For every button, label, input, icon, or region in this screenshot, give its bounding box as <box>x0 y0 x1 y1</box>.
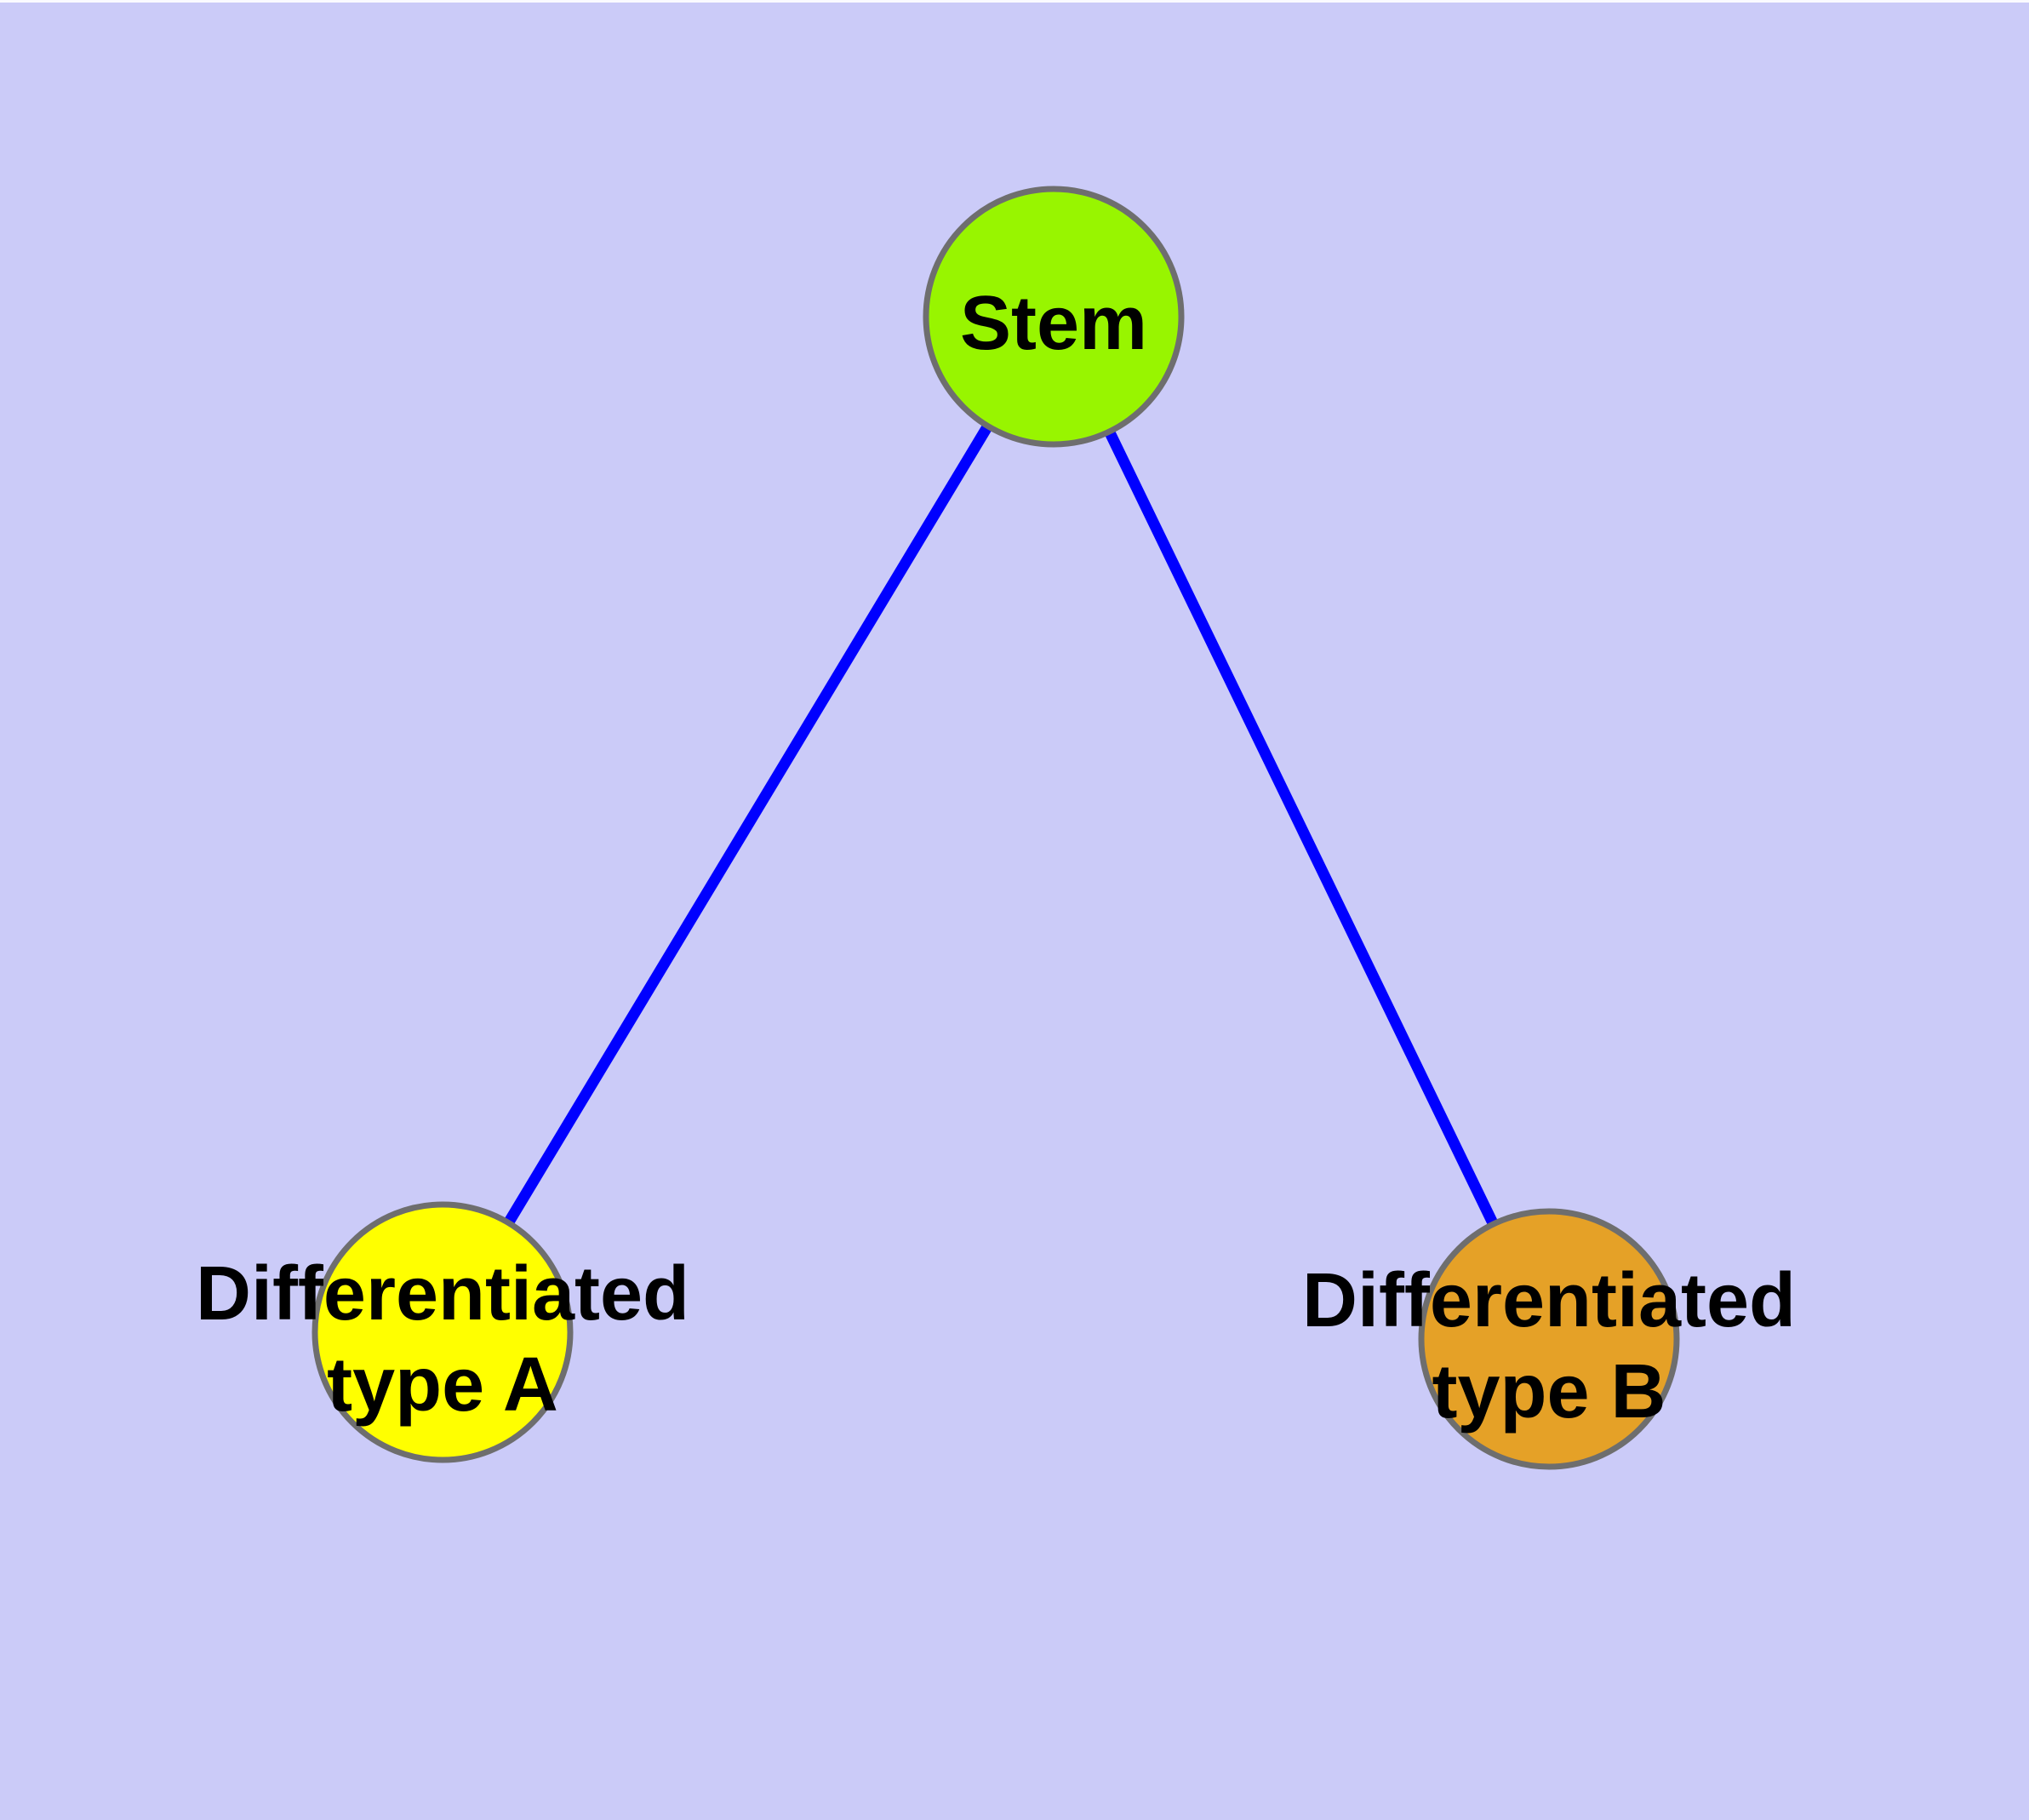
edge-stem-to-type-b <box>1049 314 1554 1342</box>
edge-stem-to-type-a <box>437 313 1059 1336</box>
node-type-b-label-line-2: type B <box>1432 1349 1666 1434</box>
node-stem[interactable] <box>923 186 1185 448</box>
node-differentiated-type-b[interactable] <box>1418 1208 1680 1470</box>
top-strip <box>0 0 2029 3</box>
node-type-b-label-line-1: Differentiated <box>1302 1258 1796 1343</box>
node-stem-label: Stem <box>960 281 1147 366</box>
node-type-a-label-line-2: type A <box>327 1342 558 1428</box>
node-differentiated-type-a[interactable] <box>311 1201 574 1463</box>
node-type-a-label-line-1: Differentiated <box>196 1251 689 1336</box>
